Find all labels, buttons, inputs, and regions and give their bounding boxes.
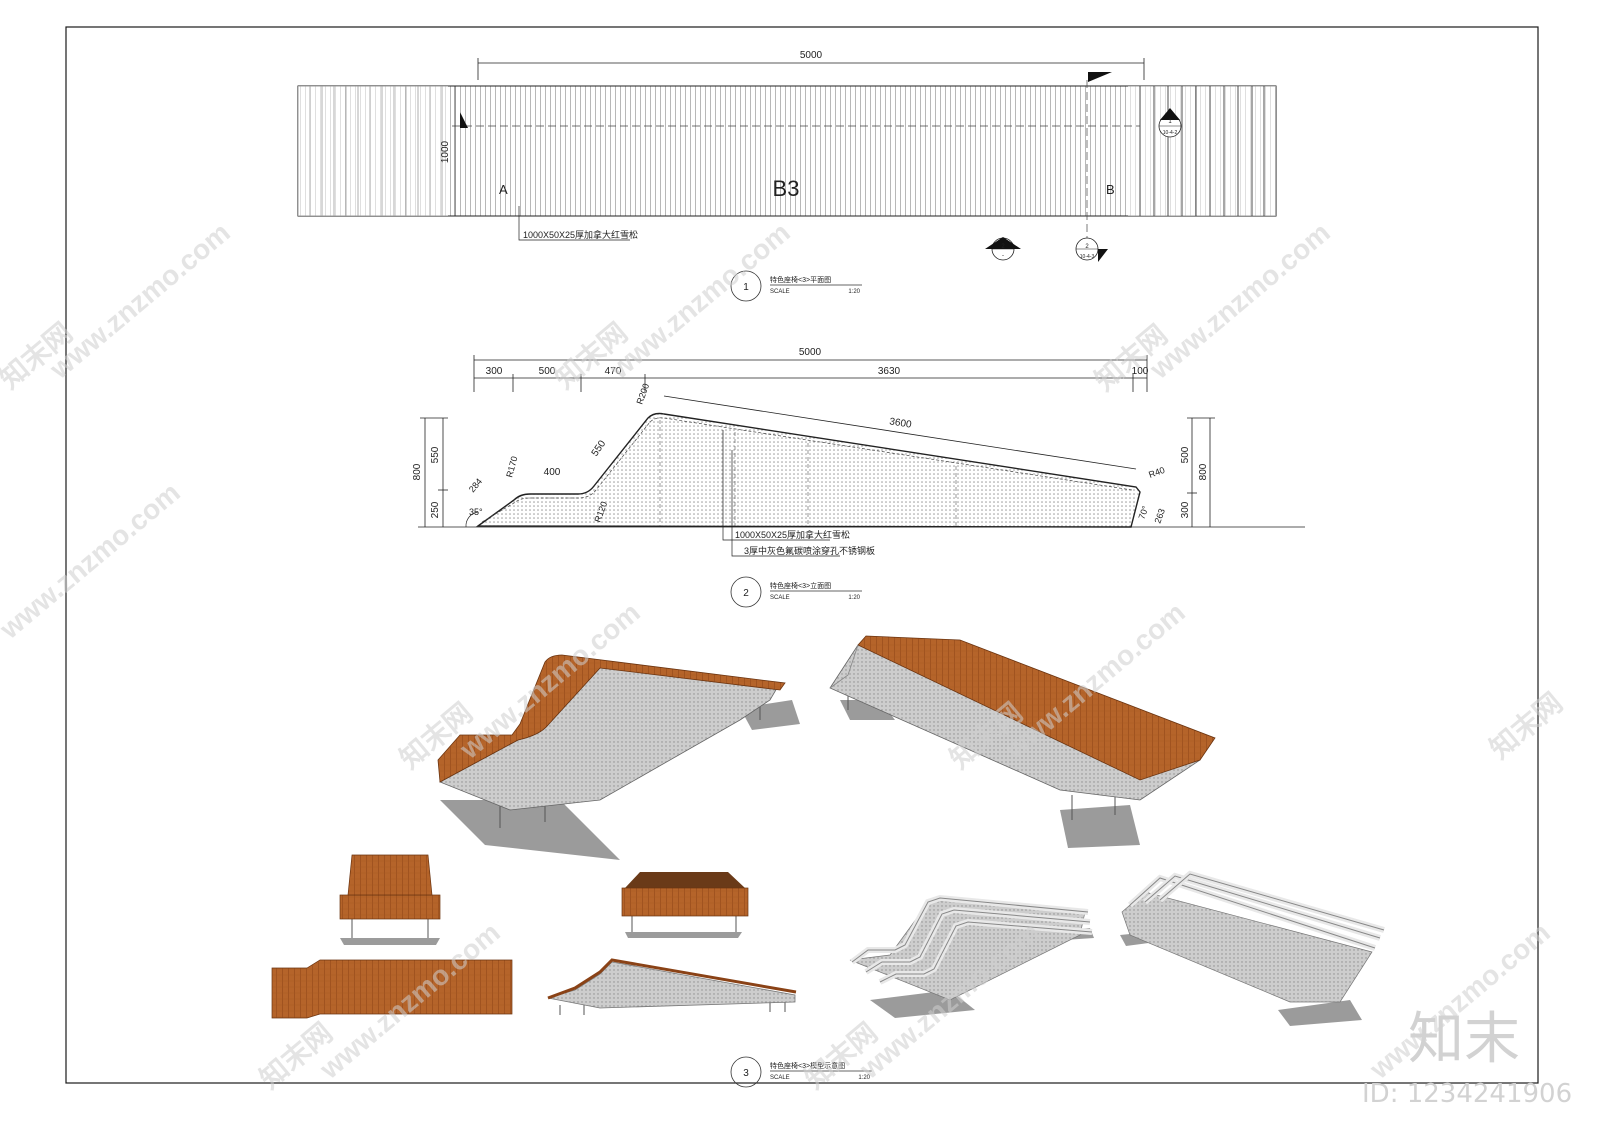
- svg-text:1:20: 1:20: [858, 1075, 870, 1081]
- svg-text:2: 2: [1085, 244, 1089, 250]
- svg-text:100: 100: [1132, 366, 1149, 377]
- svg-text:10-4-3: 10-4-3: [1080, 254, 1095, 260]
- svg-text:550: 550: [590, 438, 609, 458]
- model-perspective-right: [829, 635, 1216, 848]
- svg-text:特色座椅<3>模型示意图: 特色座椅<3>模型示意图: [770, 1061, 845, 1070]
- svg-text:1: 1: [1168, 119, 1172, 125]
- svg-text:300: 300: [1180, 501, 1191, 518]
- svg-text:-: -: [1002, 253, 1004, 259]
- svg-text:300: 300: [486, 366, 503, 377]
- svg-text:263: 263: [1152, 507, 1167, 525]
- drawing-title-2: 2 特色座椅<3>立面图 SCALE 1:20: [730, 576, 862, 608]
- svg-text:70°: 70°: [1136, 504, 1150, 521]
- model-frame-view-right: [1120, 870, 1385, 1026]
- svg-text:250: 250: [430, 501, 441, 518]
- svg-text:35°: 35°: [469, 507, 483, 517]
- svg-text:3: 3: [743, 1068, 749, 1079]
- svg-text:5000: 5000: [799, 347, 822, 358]
- svg-text:2: 2: [743, 588, 749, 599]
- section-marker-top: 1 10-4-2: [1158, 108, 1182, 138]
- outer-border: [65, 26, 1539, 1084]
- svg-text:550: 550: [430, 446, 441, 463]
- model-perspective-left: [437, 654, 800, 860]
- section-marker-left: 2 -: [985, 237, 1021, 261]
- drawing-title-3: 3 特色座椅<3>模型示意图 SCALE 1:20: [730, 1056, 872, 1088]
- svg-text:3600: 3600: [889, 416, 913, 430]
- svg-text:R200: R200: [634, 382, 651, 406]
- model-frame-view-left: [849, 894, 1094, 1018]
- elevation-callout-board: 1000X50X25厚加拿大红雪松: [735, 529, 850, 540]
- svg-text:R170: R170: [504, 455, 519, 478]
- svg-text:SCALE: SCALE: [770, 1075, 790, 1081]
- model-top-view: [271, 959, 513, 1019]
- svg-text:www.znzmo.com: www.znzmo.com: [1143, 217, 1336, 386]
- svg-text:500: 500: [539, 366, 556, 377]
- svg-text:3630: 3630: [878, 366, 901, 377]
- svg-text:www.znzmo.com: www.znzmo.com: [0, 477, 186, 646]
- svg-text:www.znzmo.com: www.znzmo.com: [43, 217, 236, 386]
- svg-text:SCALE: SCALE: [770, 289, 790, 295]
- model-side-view: [547, 958, 797, 1015]
- model-end-view: [621, 872, 749, 938]
- model-front-view: [339, 854, 441, 945]
- svg-text:500: 500: [1180, 446, 1191, 463]
- section-marker-right: 2 10-4-3: [1075, 237, 1108, 262]
- svg-text:470: 470: [605, 366, 622, 377]
- svg-text:1:20: 1:20: [848, 595, 860, 601]
- svg-text:R40: R40: [1147, 465, 1166, 480]
- svg-text:10-4-2: 10-4-2: [1163, 130, 1178, 136]
- plan-zone-label: B3: [773, 176, 800, 201]
- svg-text:特色座椅<3>立面图: 特色座椅<3>立面图: [770, 581, 831, 590]
- svg-text:400: 400: [544, 467, 561, 478]
- svg-text:284: 284: [467, 476, 484, 494]
- plan-label-b: B: [1106, 182, 1115, 197]
- svg-text:800: 800: [412, 463, 423, 480]
- elevation-callout-steel: 3厚中灰色氟碳喷涂穿孔不锈钢板: [744, 545, 875, 556]
- plan-dim-total: 5000: [800, 50, 823, 61]
- watermark-id: ID: 1234241906: [1362, 1079, 1572, 1109]
- svg-text:特色座椅<3>平面图: 特色座椅<3>平面图: [770, 275, 831, 284]
- plan-view: 5000 1000 A B B3 1000X50X25厚加拿大红雪松 1 10-…: [297, 50, 1277, 262]
- svg-text:1: 1: [743, 282, 749, 293]
- plan-dim-width: 1000: [440, 140, 451, 163]
- svg-text:1:20: 1:20: [848, 289, 860, 295]
- drawing-title-1: 1 特色座椅<3>平面图 SCALE 1:20: [730, 270, 862, 302]
- plan-label-a: A: [499, 182, 508, 197]
- svg-text:2: 2: [1001, 244, 1005, 250]
- plan-callout-board: 1000X50X25厚加拿大红雪松: [523, 229, 638, 240]
- svg-text:知末网: 知末网: [1483, 686, 1568, 765]
- watermark-logo: 知末: [1408, 1007, 1520, 1072]
- svg-text:SCALE: SCALE: [770, 595, 790, 601]
- svg-text:800: 800: [1198, 463, 1209, 480]
- elevation-view: 5000 300 500 470 3630 100 R200 3600 R40 …: [412, 347, 1305, 557]
